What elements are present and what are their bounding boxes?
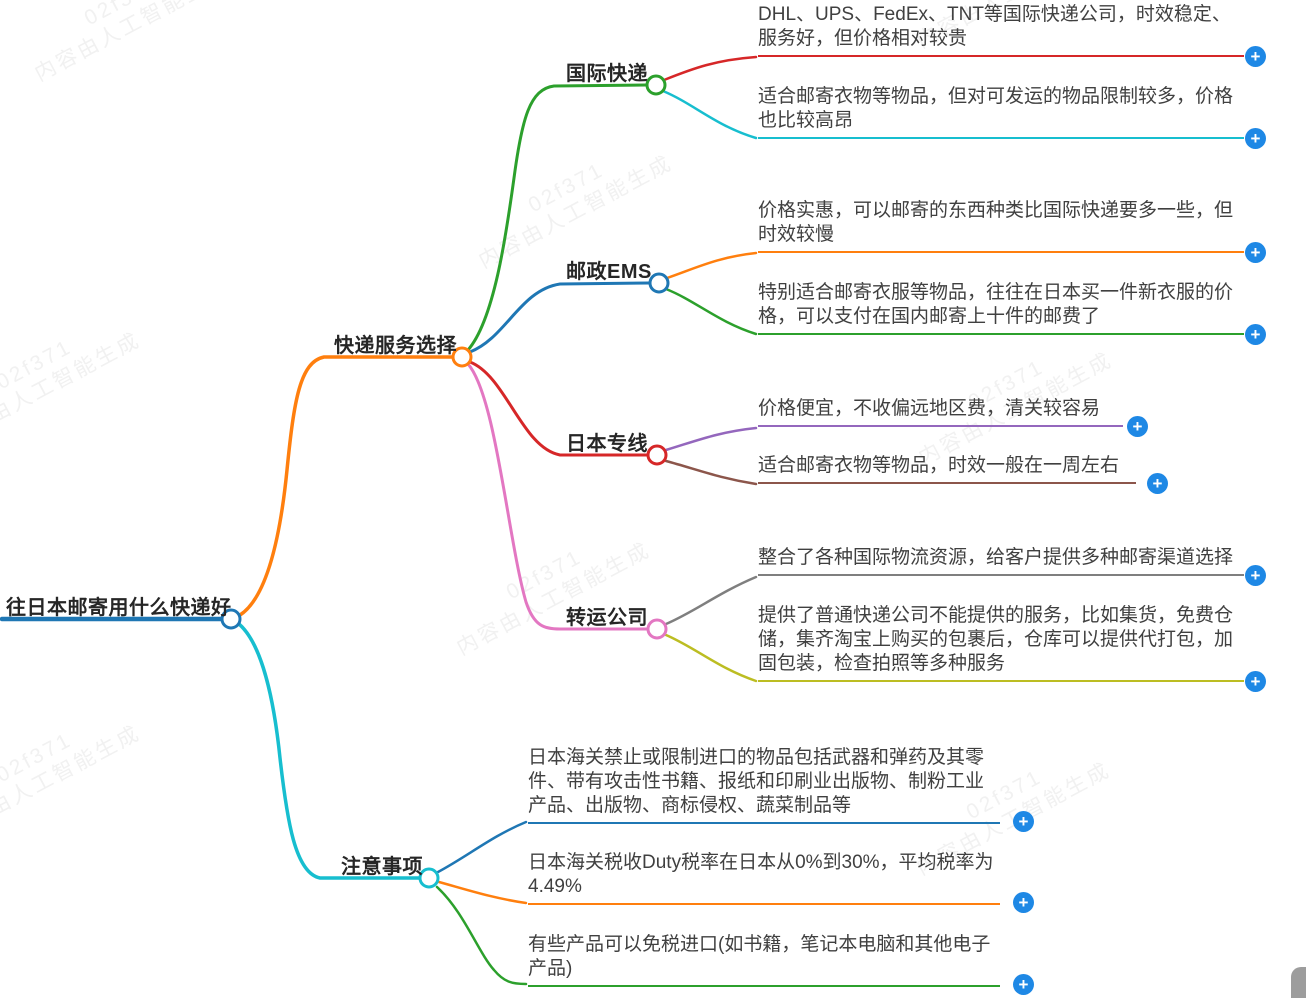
link-ems-leaf1 [665, 251, 758, 280]
leaf-notes-1[interactable]: 日本海关禁止或限制进口的物品包括武器和弹药及其零件、带有攻击性书籍、报纸和印刷业… [528, 746, 1000, 824]
add-node-button[interactable]: + [1245, 671, 1266, 692]
leaf-ems-1[interactable]: 价格实惠，可以邮寄的东西种类比国际快递要多一些，但时效较慢 [758, 199, 1244, 253]
node-toggle-intl[interactable] [645, 74, 667, 96]
add-node-button[interactable]: + [1245, 242, 1266, 263]
leaf-line-1[interactable]: 价格便宜，不收偏远地区费，清关较容易 [758, 397, 1123, 427]
node-toggle-notes[interactable] [418, 867, 440, 889]
leaf-notes-3[interactable]: 有些产品可以免税进口(如书籍，笔记本电脑和其他电子产品) [528, 933, 1000, 987]
add-node-button[interactable]: + [1245, 128, 1266, 149]
leaf-intl-1[interactable]: DHL、UPS、FedEx、TNT等国际快递公司，时效稳定、服务好，但价格相对较… [758, 3, 1244, 57]
add-node-button[interactable]: + [1245, 565, 1266, 586]
link-forward-leaf2 [664, 633, 758, 683]
scrollbar-corner[interactable] [1291, 967, 1306, 998]
link-service-intl [466, 83, 648, 352]
node-ems-label[interactable]: 邮政EMS [566, 261, 652, 283]
root-node-label[interactable]: 往日本邮寄用什么快递好 [6, 597, 232, 619]
add-node-button[interactable]: + [1013, 974, 1034, 995]
link-forward-leaf1 [664, 575, 758, 626]
leaf-notes-2[interactable]: 日本海关税收Duty税率在日本从0%到30%，平均税率为4.49% [528, 851, 1000, 905]
link-notes-leaf3 [435, 885, 528, 986]
link-root-service [238, 355, 455, 617]
add-node-button[interactable]: + [1013, 811, 1034, 832]
node-toggle-root[interactable] [220, 608, 242, 630]
branch-service-label[interactable]: 快递服务选择 [334, 335, 457, 357]
add-node-button[interactable]: + [1127, 416, 1148, 437]
node-forwarder-label[interactable]: 转运公司 [566, 607, 648, 629]
leaf-ems-2[interactable]: 特别适合邮寄衣服等物品，往往在日本买一件新衣服的价格，可以支付在国内邮寄上十件的… [758, 281, 1244, 335]
node-toggle-service[interactable] [451, 346, 473, 368]
link-root-notes [237, 622, 422, 880]
link-intl-leaf2 [661, 89, 758, 140]
add-node-button[interactable]: + [1013, 892, 1034, 913]
link-intl-leaf1 [662, 55, 758, 82]
leaf-line-2[interactable]: 适合邮寄衣物等物品，时效一般在一周左右 [758, 454, 1136, 484]
node-toggle-ems[interactable] [648, 272, 670, 294]
leaf-forward-1[interactable]: 整合了各种国际物流资源，给客户提供多种邮寄渠道选择 [758, 546, 1244, 576]
link-notes-leaf2 [437, 880, 528, 905]
link-ems-leaf2 [664, 287, 758, 336]
leaf-forward-2[interactable]: 提供了普通快递公司不能提供的服务，比如集货，免费仓储，集齐淘宝上购买的包裹后，仓… [758, 604, 1244, 682]
link-line-leaf1 [664, 426, 758, 452]
link-notes-leaf1 [436, 820, 528, 874]
leaf-intl-2[interactable]: 适合邮寄衣物等物品，但对可发运的物品限制较多，价格也比较高昂 [758, 85, 1244, 139]
link-service-line [468, 360, 650, 457]
node-japan-line-label[interactable]: 日本专线 [566, 433, 648, 455]
link-line-leaf2 [664, 459, 758, 486]
add-node-button[interactable]: + [1245, 46, 1266, 67]
node-toggle-forward[interactable] [646, 618, 668, 640]
node-intl-express-label[interactable]: 国际快递 [566, 63, 648, 85]
add-node-button[interactable]: + [1245, 324, 1266, 345]
branch-notes-label[interactable]: 注意事项 [341, 856, 423, 878]
link-service-ems [468, 281, 652, 354]
node-toggle-line[interactable] [646, 444, 668, 466]
link-service-forward [466, 362, 650, 631]
add-node-button[interactable]: + [1147, 473, 1168, 494]
